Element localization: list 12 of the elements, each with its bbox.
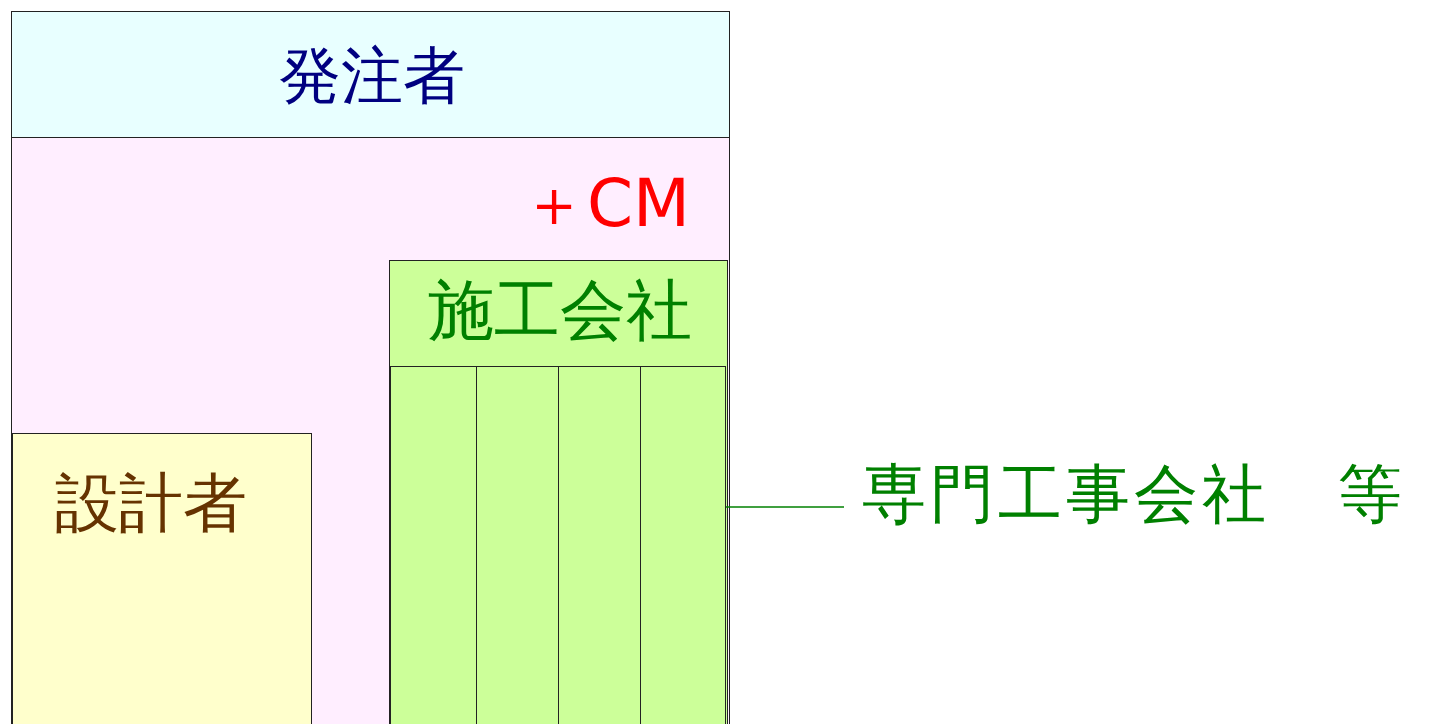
box-label: 施工会社 bbox=[428, 278, 692, 344]
column-box bbox=[390, 366, 477, 724]
annotation-text: 専門工事会社 等 bbox=[862, 462, 1406, 526]
box-label: 設計者 bbox=[55, 471, 247, 535]
band-label: 発注者 bbox=[277, 45, 466, 107]
leader-line bbox=[725, 506, 845, 508]
region-box bbox=[11, 137, 730, 724]
contractor-box bbox=[389, 260, 728, 724]
column-box bbox=[639, 366, 726, 724]
region-label: ＋CM bbox=[520, 171, 690, 237]
header-band bbox=[11, 11, 730, 138]
designer-box bbox=[12, 433, 312, 724]
